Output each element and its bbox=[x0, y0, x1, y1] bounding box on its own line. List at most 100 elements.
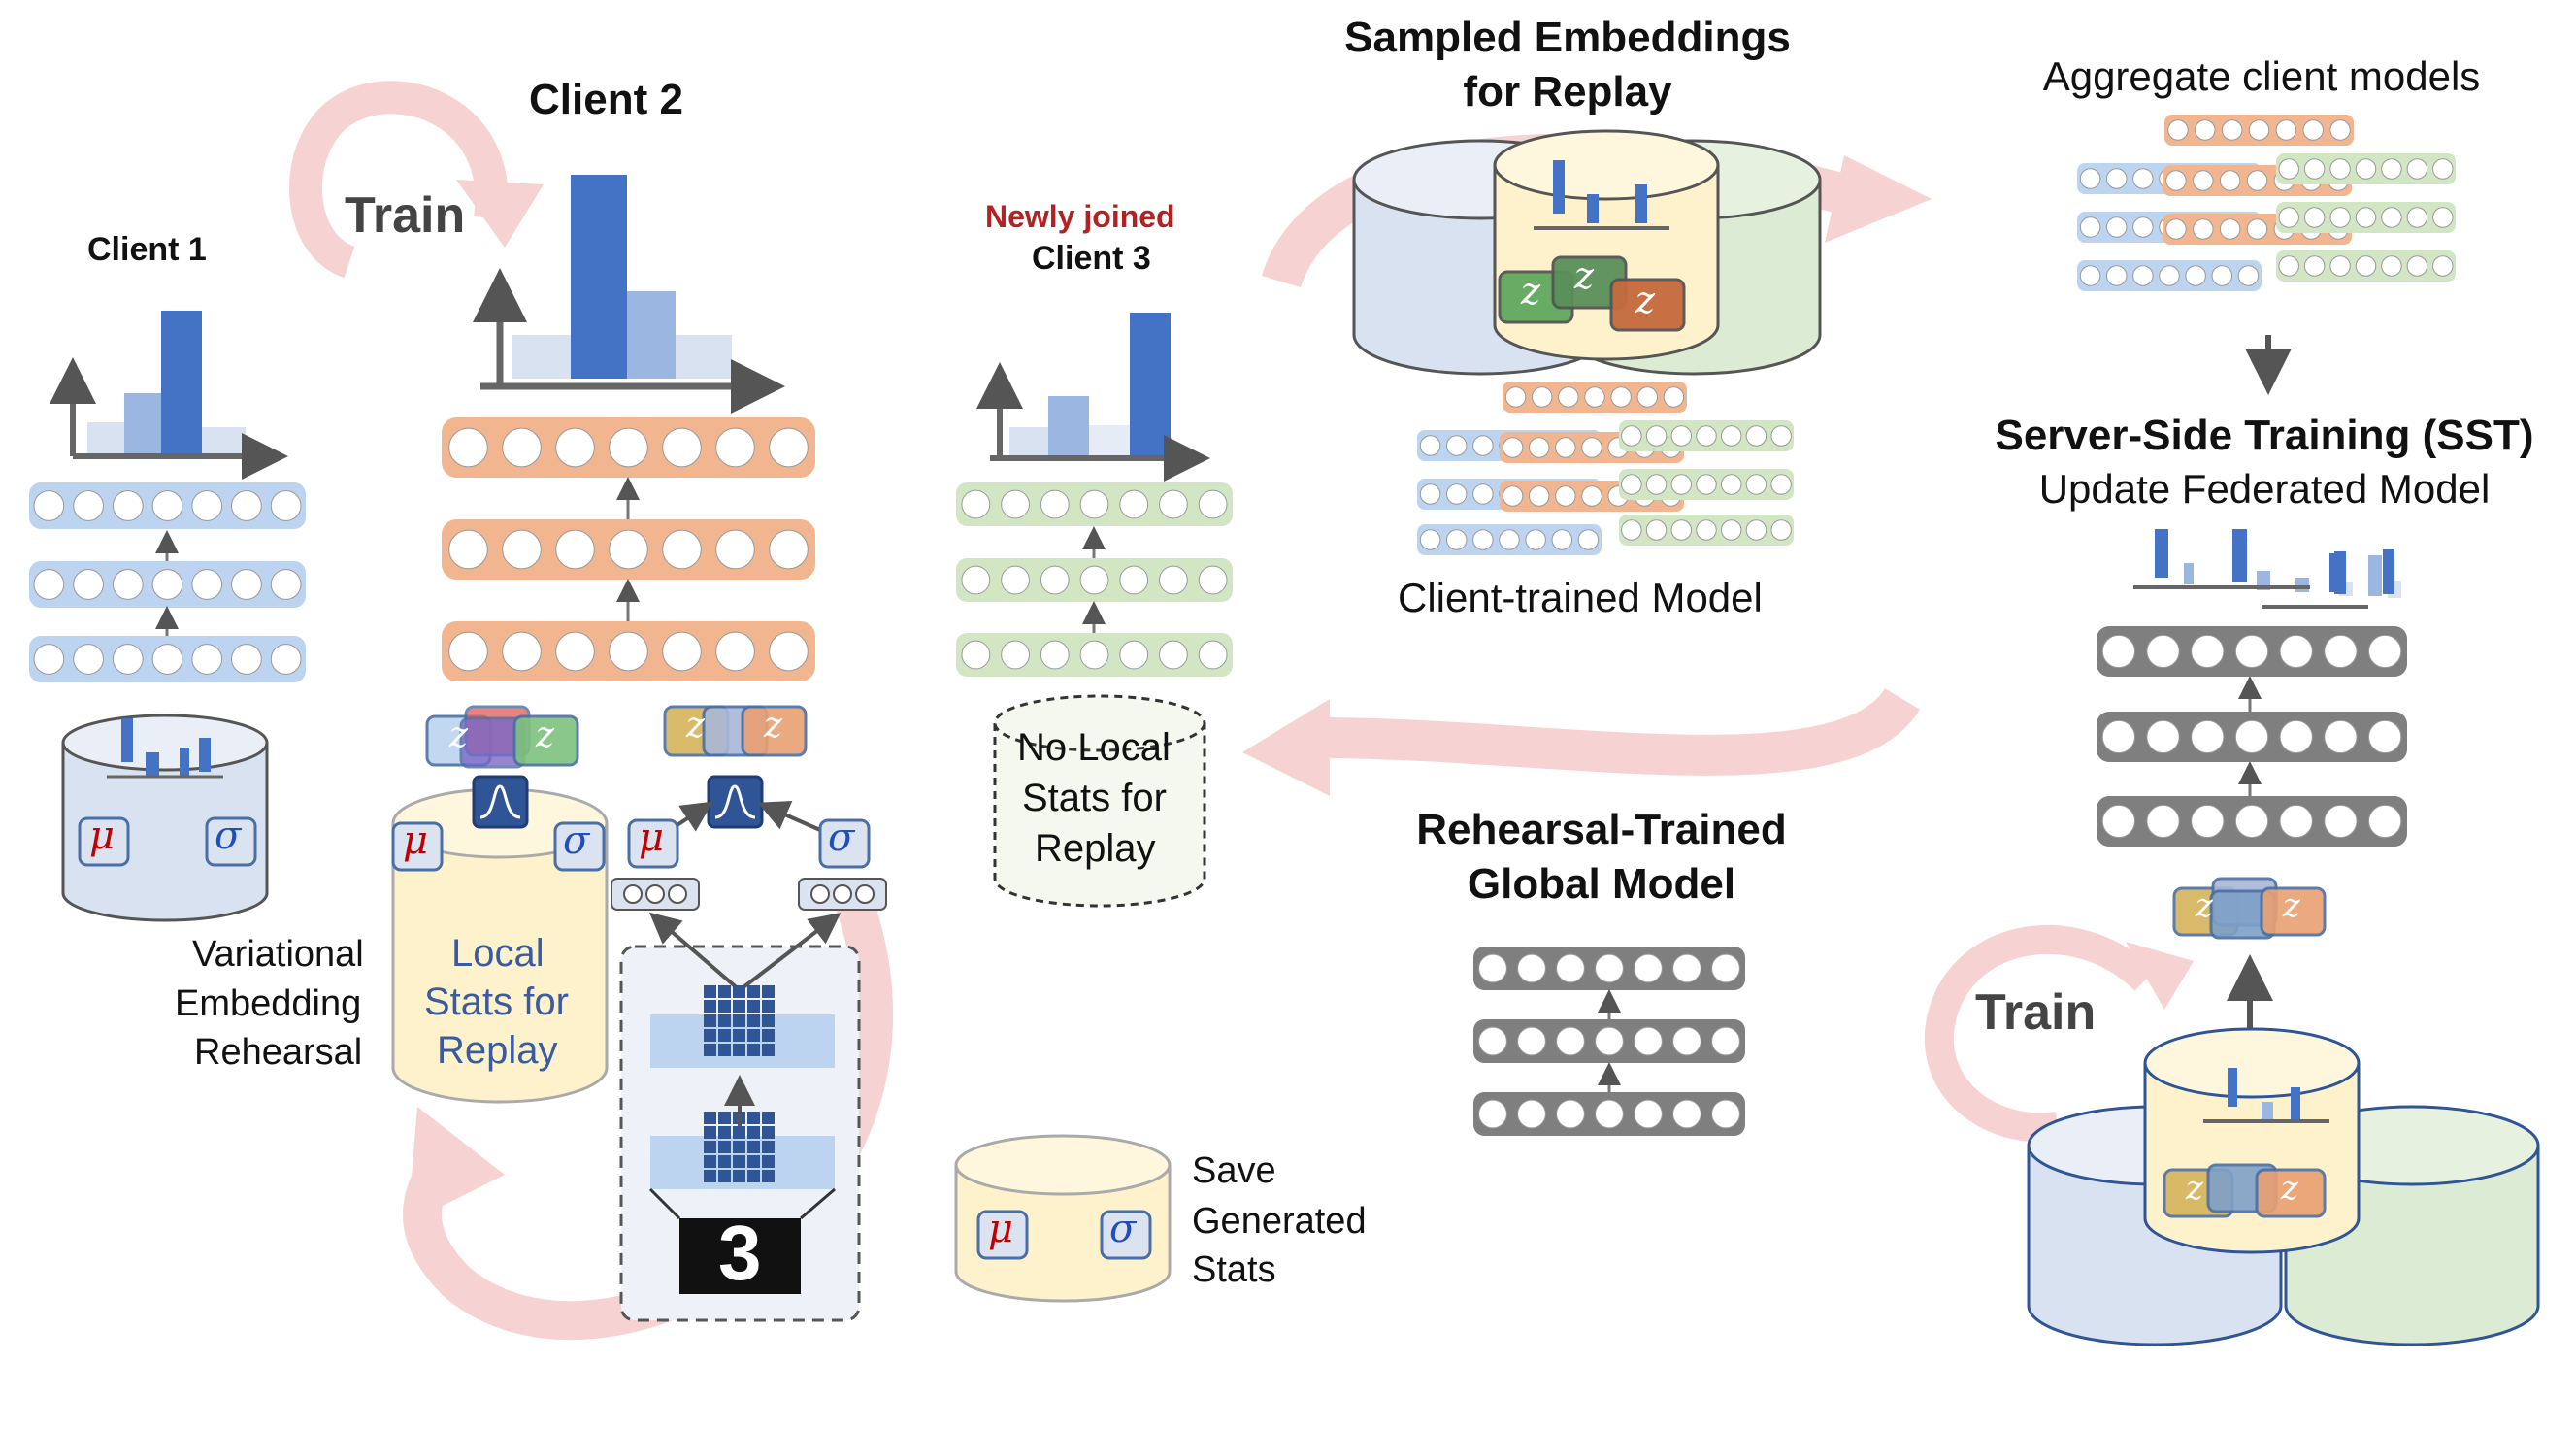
encoder-path bbox=[611, 705, 887, 1322]
mu-symbol: μ bbox=[639, 815, 664, 860]
client3-network bbox=[956, 482, 1233, 677]
variational-line3: Rehearsal bbox=[194, 1032, 363, 1073]
sigma-symbol: σ bbox=[563, 818, 590, 863]
aggregate-model-stack bbox=[2077, 115, 2456, 291]
grid-feature-map bbox=[704, 1112, 775, 1182]
client-trained-model-label: Client-trained Model bbox=[1398, 575, 1763, 620]
client1-database bbox=[61, 714, 269, 922]
z-embedding-icon: z bbox=[686, 706, 705, 746]
client3-group bbox=[956, 313, 1233, 908]
sst-z-embeddings bbox=[2172, 877, 2327, 940]
sampled-embeddings-line1: Sampled Embeddings bbox=[1344, 14, 1791, 61]
client1-group bbox=[29, 311, 306, 922]
sampled-embeddings-group bbox=[1352, 129, 1822, 376]
mu-symbol: μ bbox=[89, 814, 115, 858]
saved-stats-database bbox=[954, 1134, 1172, 1303]
client1-label: Client 1 bbox=[87, 231, 207, 268]
z-embedding-icon: z bbox=[449, 715, 468, 755]
sigma-symbol: σ bbox=[215, 814, 242, 858]
train-cycle-arrow-head bbox=[456, 180, 544, 248]
sst-title: Server-Side Training (SST) bbox=[1995, 412, 2534, 459]
z-embedding-icon: z bbox=[1635, 279, 1656, 321]
local-stats-line1: Local bbox=[451, 932, 545, 975]
rehearsal-trained-line2: Global Model bbox=[1467, 860, 1736, 908]
digit-three-image bbox=[679, 1218, 801, 1294]
neural-layer bbox=[2276, 153, 2456, 184]
neural-layer bbox=[1503, 382, 1687, 413]
sst-histogram bbox=[2133, 529, 2401, 609]
client2-train-label: Train bbox=[345, 187, 466, 244]
variational-line2: Embedding bbox=[175, 983, 362, 1024]
no-local-stats-line3: Replay bbox=[1035, 827, 1156, 870]
neural-layer bbox=[2097, 626, 2407, 677]
no-local-stats-database bbox=[993, 694, 1206, 908]
client2-group bbox=[391, 175, 1172, 1322]
z-embedding-icon: z bbox=[1521, 270, 1541, 313]
neural-layer bbox=[1473, 1092, 1745, 1136]
sst-network bbox=[2097, 626, 2407, 847]
sigma-symbol: σ bbox=[1109, 1207, 1137, 1251]
client2-histogram bbox=[473, 175, 785, 414]
z-embedding-icon: z bbox=[764, 706, 782, 746]
client-trained-model-stack bbox=[1417, 382, 1794, 555]
digit-three-glyph: 3 bbox=[718, 1210, 762, 1296]
neural-layer bbox=[442, 621, 815, 681]
bottom-cycle-arrow bbox=[403, 896, 894, 1341]
server-train-cycle-arrow bbox=[1925, 924, 2156, 1143]
neural-layer bbox=[1619, 469, 1794, 500]
mu-symbol: μ bbox=[403, 818, 428, 863]
neural-layer bbox=[2276, 202, 2456, 233]
server-train-cycle-arrow-head bbox=[2126, 942, 2194, 1010]
local-stats-line3: Replay bbox=[437, 1029, 558, 1072]
rehearsal-trained-line1: Rehearsal-Trained bbox=[1416, 806, 1787, 853]
client2-z-embeddings bbox=[425, 705, 579, 769]
neural-layer bbox=[29, 482, 306, 529]
save-generated-line2: Generated bbox=[1192, 1201, 1367, 1242]
global-model-network bbox=[1473, 947, 1745, 1136]
return-arc-arrow bbox=[1319, 686, 1920, 776]
client3-histogram bbox=[976, 313, 1210, 482]
neural-layer bbox=[1619, 420, 1794, 451]
z-embedding-icon: z bbox=[2283, 886, 2300, 925]
server-database-stack bbox=[2027, 1027, 2540, 1346]
client2-network bbox=[442, 417, 815, 681]
server-train-label: Train bbox=[1975, 984, 2097, 1041]
sigma-symbol: σ bbox=[828, 815, 855, 860]
neural-layer bbox=[29, 636, 306, 682]
sigma-card-left bbox=[553, 821, 606, 872]
neural-layer bbox=[29, 561, 306, 608]
z-embedding-icon: z bbox=[1574, 254, 1595, 297]
variational-line1: Variational bbox=[192, 934, 364, 975]
client2-label: Client 2 bbox=[529, 76, 683, 123]
neural-layer bbox=[1619, 515, 1794, 546]
sampled-embeddings-line2: for Replay bbox=[1463, 68, 1672, 116]
neural-layer bbox=[1473, 1019, 1745, 1063]
train-cycle-arrow bbox=[289, 81, 509, 279]
newly-joined-label: Newly joined bbox=[985, 199, 1175, 234]
neural-layer bbox=[1417, 524, 1602, 555]
no-local-stats-line2: Stats for bbox=[1022, 777, 1167, 819]
grid-feature-map bbox=[704, 985, 775, 1056]
neural-layer bbox=[1473, 947, 1745, 990]
z-embedding-icon: z bbox=[2196, 886, 2213, 925]
save-generated-line3: Stats bbox=[1192, 1249, 1276, 1290]
local-stats-line2: Stats for bbox=[424, 980, 569, 1023]
save-generated-line1: Save bbox=[1192, 1150, 1276, 1191]
return-arc-arrow-head bbox=[1242, 699, 1330, 796]
neural-layer bbox=[2164, 115, 2354, 146]
client1-network bbox=[29, 482, 306, 682]
mu-card-left bbox=[391, 821, 444, 872]
sst-subtitle: Update Federated Model bbox=[2038, 466, 2491, 512]
no-local-stats-line1: No Local bbox=[1017, 726, 1171, 769]
neural-layer bbox=[2097, 796, 2407, 847]
neural-layer bbox=[2276, 250, 2456, 282]
z-embedding-icon: z bbox=[536, 715, 554, 755]
bottom-cycle-arrow-head bbox=[408, 1107, 505, 1223]
neural-layer bbox=[956, 633, 1233, 677]
neural-layer bbox=[956, 482, 1233, 526]
mu-symbol: μ bbox=[988, 1207, 1013, 1251]
z-embedding-icon: z bbox=[2281, 1169, 2298, 1208]
neural-layer bbox=[442, 519, 815, 580]
neural-layer bbox=[2097, 712, 2407, 762]
